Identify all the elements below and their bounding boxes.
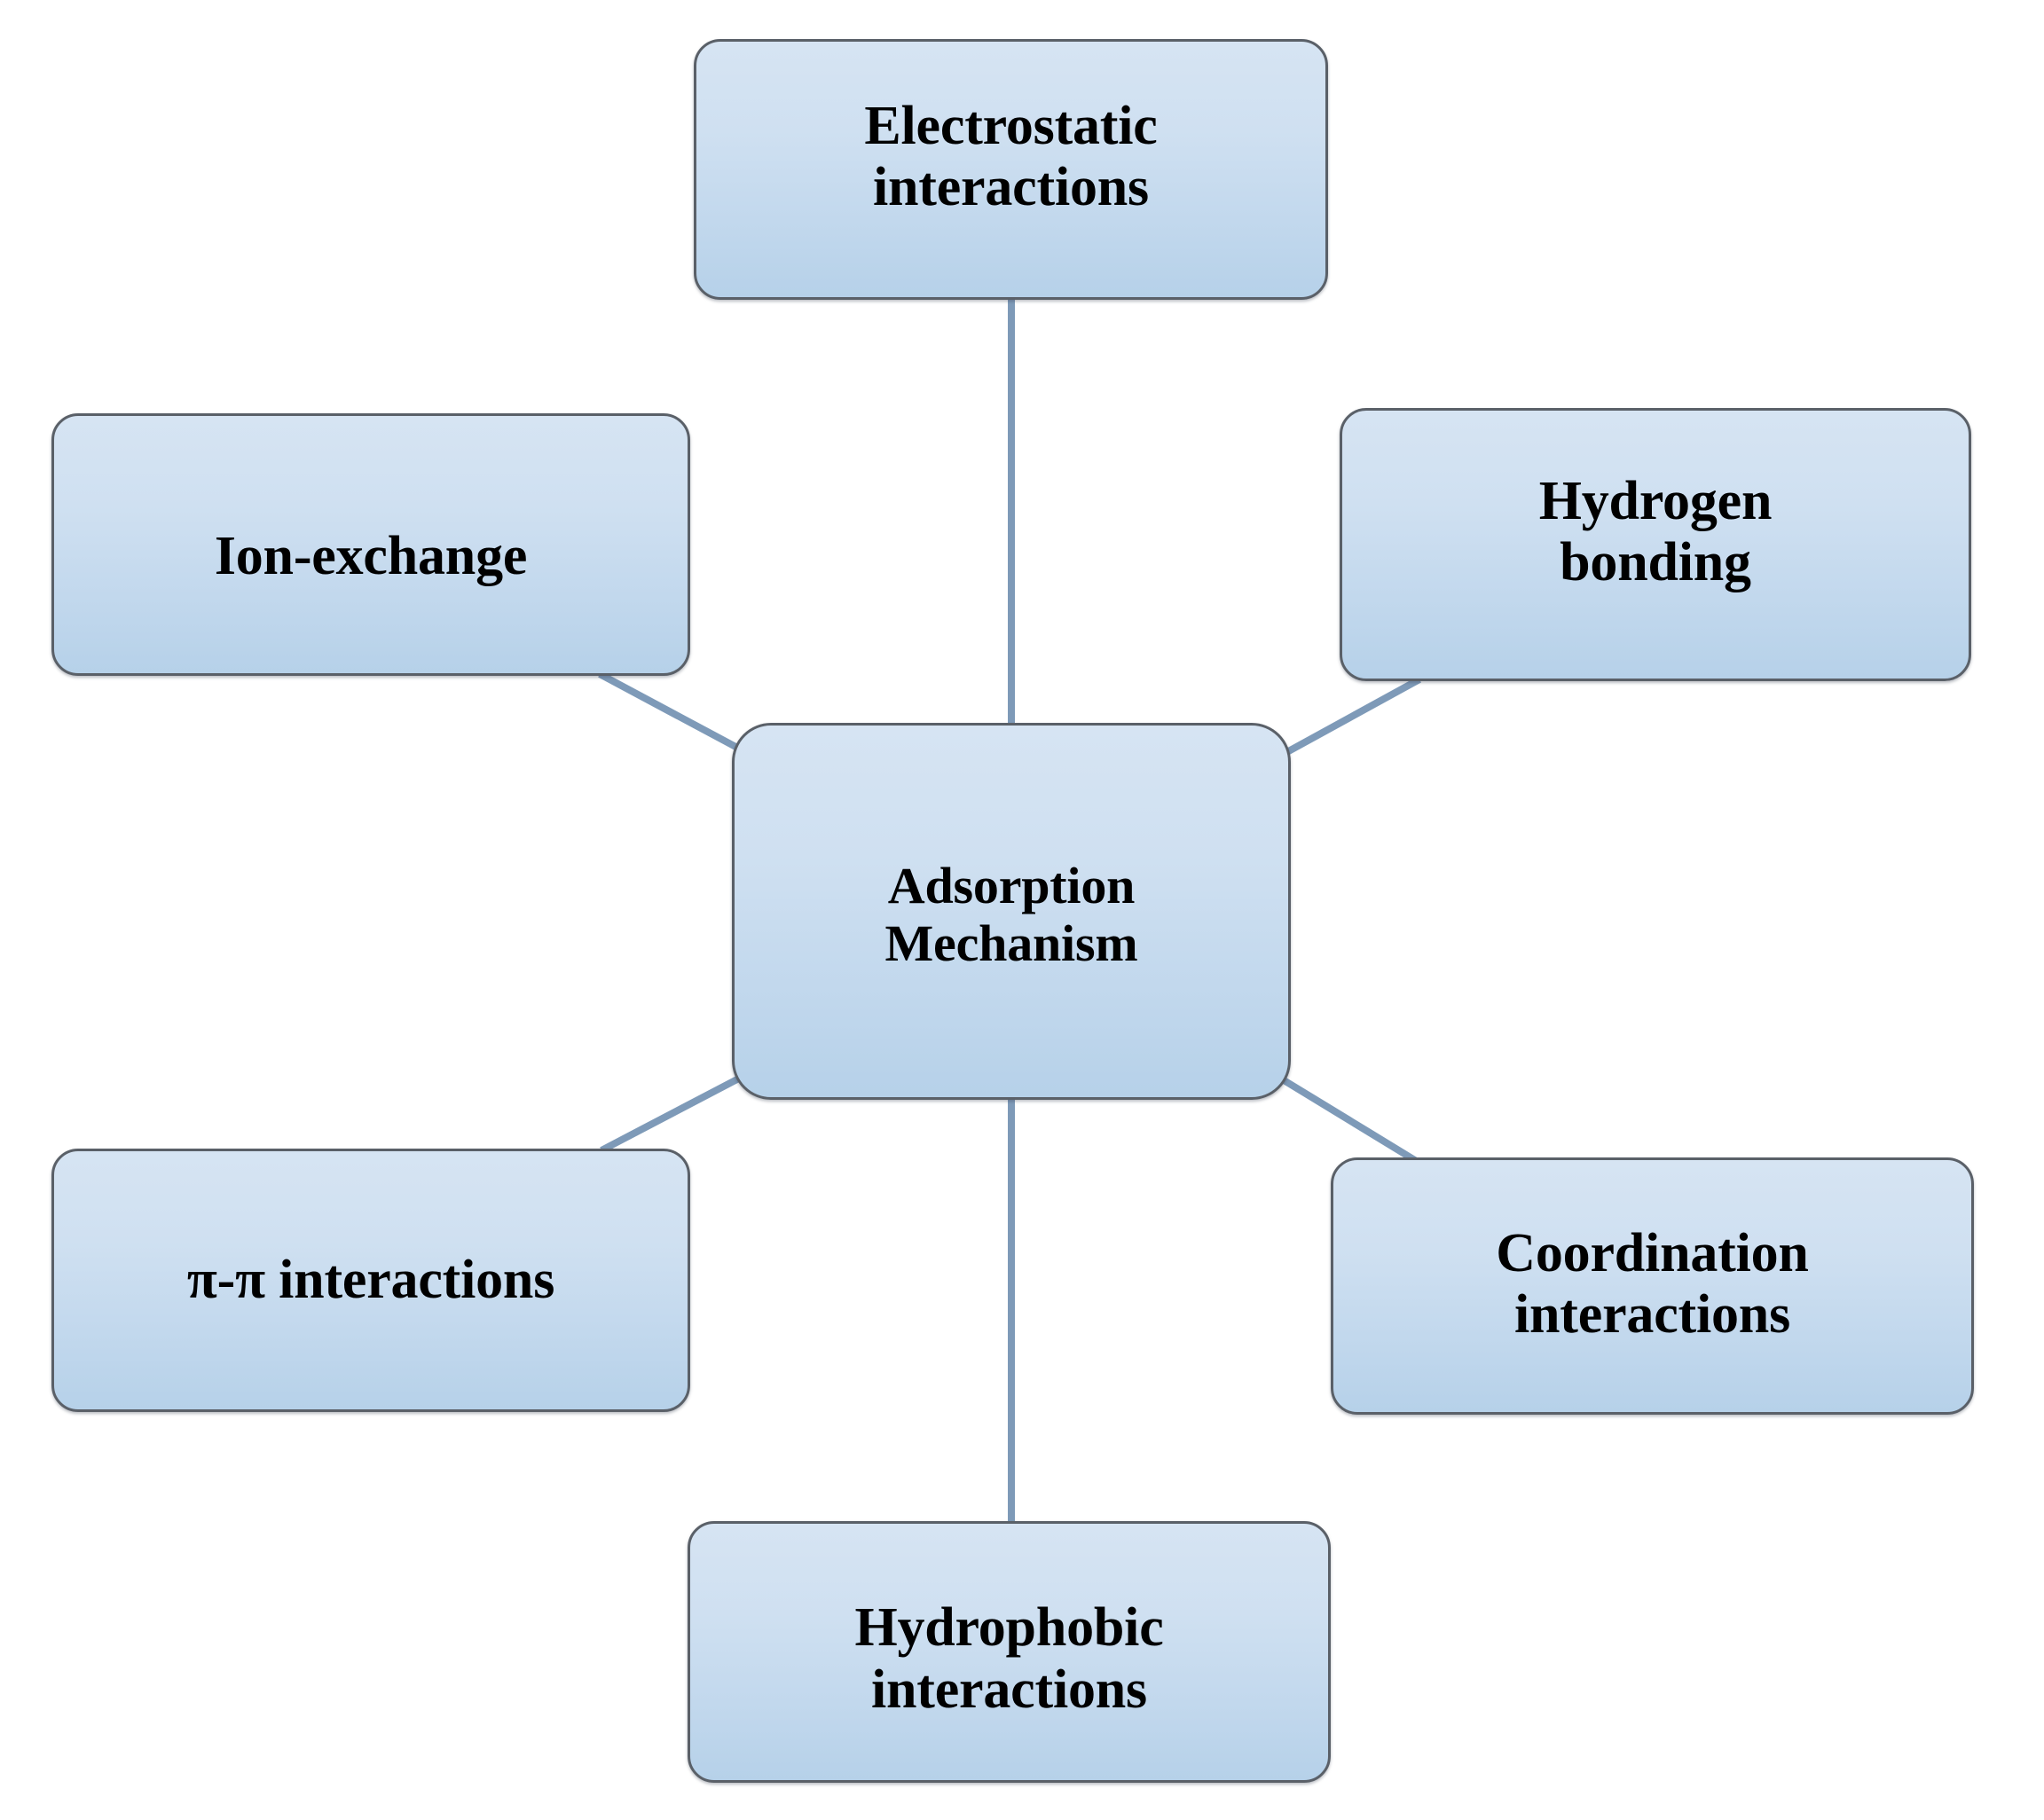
node-label-coordination-interactions: Coordination interactions bbox=[1496, 1222, 1809, 1345]
node-label-adsorption-mechanism: Adsorption Mechanism bbox=[884, 856, 1138, 972]
connector-hydrogen-bonding-to-center bbox=[1272, 676, 1421, 763]
node-label-hydrogen-bonding: Hydrogen bonding bbox=[1538, 470, 1773, 592]
node-hydrogen-bonding[interactable]: Hydrogen bonding bbox=[1340, 408, 1971, 681]
node-hydrophobic-interactions[interactable]: Hydrophobic interactions bbox=[688, 1521, 1331, 1783]
node-label-pi-pi-interactions: π-π interactions bbox=[186, 1249, 555, 1310]
node-coordination-interactions[interactable]: Coordination interactions bbox=[1331, 1157, 1974, 1415]
connector-ion-exchange-to-center bbox=[598, 671, 754, 759]
node-label-ion-exchange: Ion-exchange bbox=[214, 526, 528, 587]
node-adsorption-mechanism[interactable]: Adsorption Mechanism bbox=[732, 723, 1291, 1100]
node-pi-pi-interactions[interactable]: π-π interactions bbox=[51, 1149, 690, 1412]
connector-pi-pi-to-center bbox=[600, 1068, 754, 1154]
node-electrostatic-interactions[interactable]: Electrostatic interactions bbox=[694, 39, 1328, 300]
connector-coordination-to-center bbox=[1270, 1070, 1420, 1165]
node-label-hydrophobic-interactions: Hydrophobic interactions bbox=[854, 1597, 1164, 1720]
node-label-electrostatic-interactions: Electrostatic interactions bbox=[864, 95, 1158, 217]
node-ion-exchange[interactable]: Ion-exchange bbox=[51, 413, 690, 676]
